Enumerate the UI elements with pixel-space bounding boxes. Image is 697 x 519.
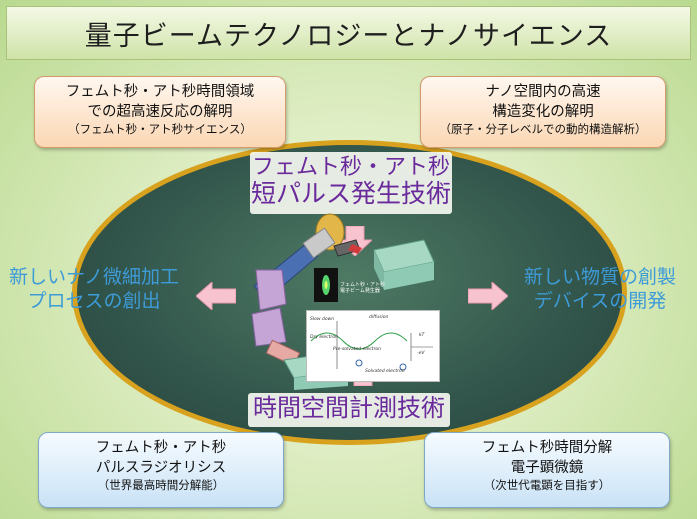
box-top-left-line1: フェムト秒・アト秒時間領域 xyxy=(65,84,255,100)
right-text-line2: デバイスの開発 xyxy=(533,289,667,312)
right-text-line1: 新しい物質の創製 xyxy=(523,266,676,288)
box-bottom-right-line3: （次世代電顕を目指す） xyxy=(483,478,611,493)
title-bar: 量子ビームテクノロジーとナノサイエンス xyxy=(6,6,691,60)
panel-diffusion: diffusion xyxy=(369,315,389,320)
box-bottom-left-line3: （世界最高時間分解能） xyxy=(97,478,225,493)
arrow-left-icon xyxy=(196,282,236,310)
left-text: 新しいナノ微細加工 プロセスの創出 xyxy=(6,266,182,314)
box-bottom-right-line2: 電子顕微鏡 xyxy=(510,459,584,476)
accelerator-caption-line1: フェムト秒・アト秒 xyxy=(340,282,386,288)
box-bottom-right: フェムト秒時間分解 電子顕微鏡 （次世代電顕を目指す） xyxy=(424,432,670,508)
bottom-label-bg xyxy=(248,393,450,427)
box-top-right: ナノ空間内の高速 構造変化の解明 （原子・分子レベルでの動的構造解析） xyxy=(420,76,666,148)
box-bottom-left-line1: フェムト秒・アト秒 xyxy=(95,440,227,456)
left-text-line1: 新しいナノ微細加工 xyxy=(8,266,180,288)
panel-pre-solvated: Pre-solvated electron xyxy=(333,347,382,352)
box-top-right-line1: ナノ空間内の高速 xyxy=(485,84,601,100)
box-top-left-line2: での超高速反応の解明 xyxy=(87,103,233,120)
box-bottom-right-line1: フェムト秒時間分解 xyxy=(481,440,613,456)
panel-slow-down: Slow down xyxy=(310,317,335,322)
right-text: 新しい物質の創製 デバイスの開発 xyxy=(512,266,688,314)
top-label-line1: フェムト秒・アト秒 xyxy=(251,155,450,180)
panel-kt: kT xyxy=(419,333,425,338)
energy-curve-icon xyxy=(310,321,433,371)
top-label-bg xyxy=(250,152,452,214)
accelerator-caption: フェムト秒・アト秒 電子ビーム発生器 xyxy=(340,282,400,294)
energy-diagram-panel: Slow down diffusion Dry electron Pre-sol… xyxy=(306,310,440,382)
panel-ev: -eV xyxy=(417,351,425,356)
panel-solvated: Solvated electron xyxy=(365,369,405,374)
box-top-right-line2: 構造変化の解明 xyxy=(492,103,594,120)
top-label: フェムト秒・アト秒 短パルス発生技術 xyxy=(250,155,452,209)
left-text-line2: プロセスの創出 xyxy=(27,289,161,312)
bottom-label: 時間空間計測技術 xyxy=(253,394,445,422)
top-label-line2: 短パルス発生技術 xyxy=(250,179,451,209)
arrow-right-icon xyxy=(468,282,508,310)
box-top-left: フェムト秒・アト秒時間領域 での超高速反応の解明 （フェムト秒・アト秒サイエンス… xyxy=(34,76,286,148)
box-bottom-left-line2: パルスラジオリシス xyxy=(95,459,227,476)
accelerator-caption-line2: 電子ビーム発生器 xyxy=(340,288,380,294)
accelerator-illustration-icon xyxy=(251,213,435,390)
page-title: 量子ビームテクノロジーとナノサイエンス xyxy=(84,20,613,52)
box-bottom-left: フェムト秒・アト秒 パルスラジオリシス （世界最高時間分解能） xyxy=(38,432,284,508)
panel-dry-electron: Dry electron xyxy=(310,335,338,340)
box-top-right-line3: （原子・分子レベルでの動的構造解析） xyxy=(439,122,647,137)
box-top-left-line3: （フェムト秒・アト秒サイエンス） xyxy=(68,122,252,137)
